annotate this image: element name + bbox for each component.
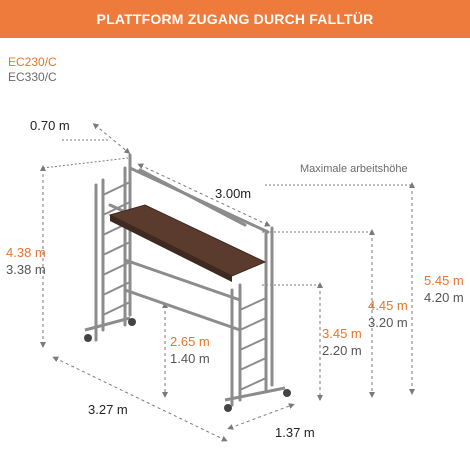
caster-wheel: [224, 404, 232, 412]
length-label: 3.00m: [215, 186, 252, 201]
total-height-secondary-label: 3.38 m: [6, 262, 46, 277]
model-primary-label: EC230/C: [8, 55, 57, 69]
right-ladder-rungs: [239, 297, 267, 391]
platform-height-secondary-label: 2.20 m: [322, 343, 362, 358]
base-outriggers: [84, 316, 286, 402]
total-height-primary-label: 4.38 m: [6, 245, 46, 260]
caster-wheel: [128, 318, 136, 326]
platform-deck-edge: [110, 215, 232, 282]
work-height-secondary-label: 4.20 m: [424, 290, 464, 305]
model-secondary-label: EC330/C: [8, 70, 57, 84]
caster-wheel: [283, 389, 291, 397]
handrail-height-secondary-label: 3.20 m: [368, 315, 408, 330]
title-banner: PLATTFORM ZUGANG DURCH FALLTÜR: [0, 0, 470, 38]
base-width-label: 1.37 m: [275, 425, 315, 440]
base-length-label: 3.27 m: [88, 402, 128, 417]
max-work-height-label: Maximale arbeitshöhe: [300, 163, 408, 175]
casters: [84, 318, 291, 412]
platform-deck: [108, 204, 267, 277]
caster-wheel: [84, 334, 92, 342]
work-height-primary-label: 5.45 m: [424, 273, 464, 288]
depth-label: 0.70 m: [30, 118, 70, 133]
platform-height-primary-label: 3.45 m: [322, 326, 362, 341]
depth-dimension-line: [92, 123, 131, 154]
intermediate-height-secondary-label: 1.40 m: [170, 351, 210, 366]
intermediate-height-primary-label: 2.65 m: [170, 334, 210, 349]
handrail-height-primary-label: 4.45 m: [368, 298, 408, 313]
left-ladder-rungs: [102, 181, 131, 316]
page-title: PLATTFORM ZUGANG DURCH FALLTÜR: [96, 11, 374, 27]
base-length-dimension-line: [52, 356, 228, 442]
base-width-dimension-line: [227, 403, 295, 430]
